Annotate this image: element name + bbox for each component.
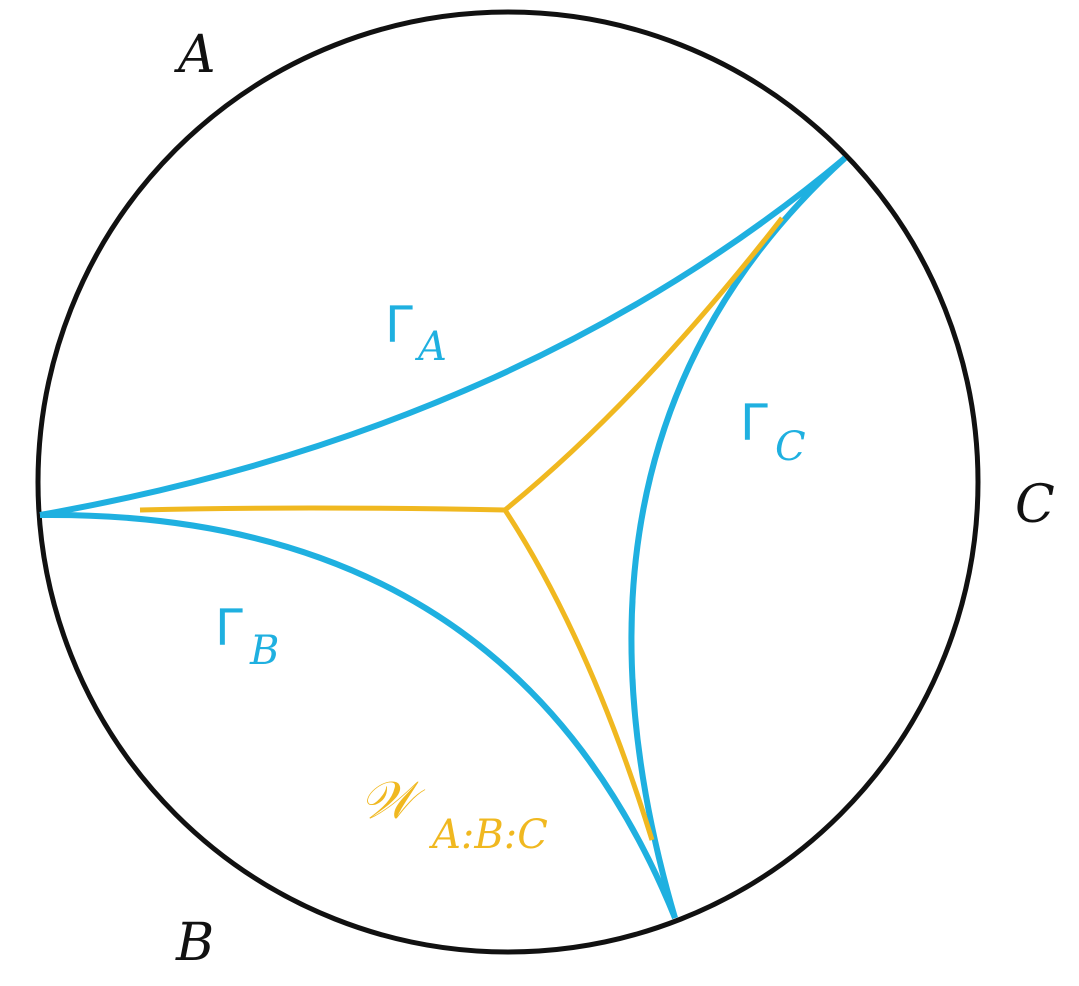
geodesic-label-gamma-b: Γ B (215, 599, 279, 674)
region-label-b: B (175, 913, 214, 973)
geodesic-label-gamma-a: Γ A (385, 296, 447, 370)
region-label-c: C (1015, 475, 1055, 535)
region-label-a: A (174, 25, 216, 85)
web-branch-b (502, 508, 655, 841)
geodesic-gamma-a (39, 155, 847, 518)
web-branch-c (503, 216, 784, 512)
geodesic-label-gamma-c: Γ C (740, 394, 806, 470)
geodesic-gamma-b (39, 511, 678, 920)
web-branch-a (139, 505, 506, 513)
web-label: 𝒲 A:B:C (360, 771, 548, 858)
boundary-circle (35, 9, 981, 955)
